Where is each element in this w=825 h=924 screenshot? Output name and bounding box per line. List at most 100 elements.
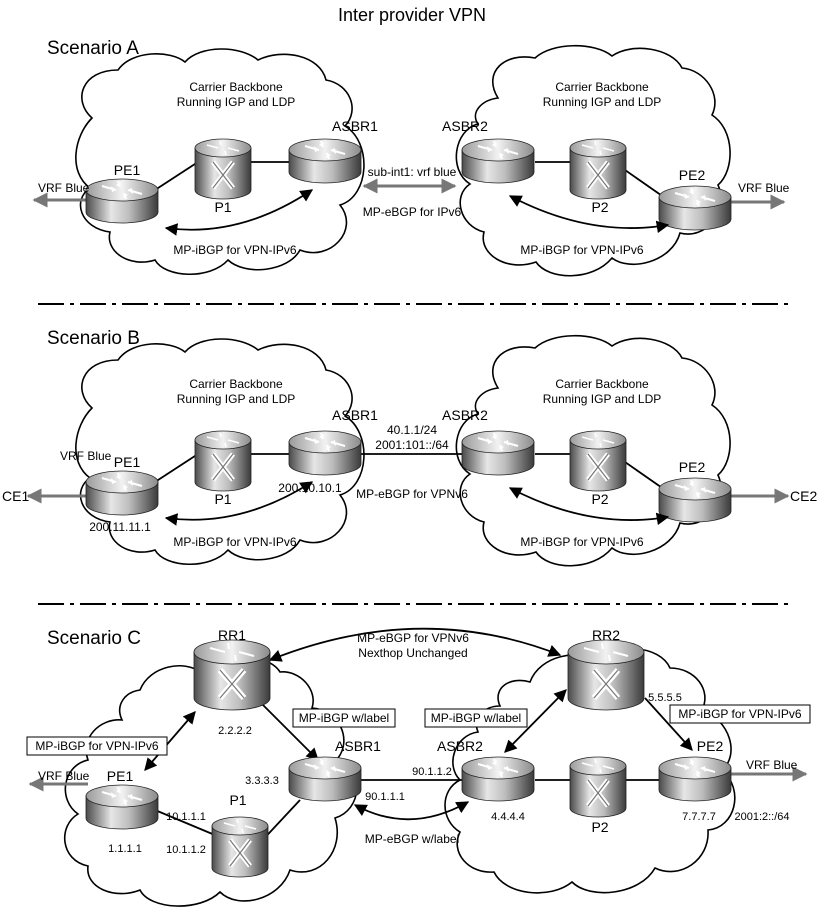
label-p2: P2 bbox=[591, 491, 608, 507]
vrf-right-label: VRF Blue bbox=[746, 758, 798, 772]
label-p1: P1 bbox=[214, 199, 231, 215]
label-p2: P2 bbox=[591, 199, 608, 215]
router-asbr2 bbox=[461, 430, 535, 476]
router-asbr1 bbox=[288, 138, 362, 184]
addr-asbr1-link: 90.1.1.1 bbox=[365, 791, 405, 803]
label-pe2: PE2 bbox=[679, 167, 706, 183]
router-p1 bbox=[212, 817, 268, 877]
ibgp-left-arrow bbox=[164, 481, 314, 526]
router-p1 bbox=[195, 431, 251, 491]
ebgp-label: MP-eBGP w/label bbox=[365, 832, 459, 846]
addr-asbr1: 3.3.3.3 bbox=[245, 775, 279, 787]
router-pe2 bbox=[658, 477, 732, 523]
ce1-label: CE1 bbox=[2, 488, 29, 504]
scenario-a: Scenario A Carrier Backbone Running IGP … bbox=[32, 38, 790, 277]
router-rr1 bbox=[194, 640, 270, 710]
label-rr1: RR1 bbox=[218, 627, 246, 643]
ibgp-pe1-rr1-arrow bbox=[144, 711, 196, 771]
link-pe1-p1 bbox=[154, 453, 199, 483]
link-rr1-asbr1 bbox=[257, 699, 319, 761]
ibgp-right-label: MP-iBGP for VPN-IPv6 bbox=[520, 243, 643, 257]
vrf-left-label: VRF Blue bbox=[60, 449, 112, 463]
addr-pe1-a: 10.1.1.1 bbox=[166, 811, 206, 823]
addr-asbr2: 4.4.4.4 bbox=[491, 811, 525, 823]
cloud-right-line-1: Carrier Backbone bbox=[555, 80, 649, 94]
router-asbr2 bbox=[461, 756, 535, 802]
ibgp-rr2-pe2-box bbox=[669, 704, 811, 724]
ibgp-asbr2-rr2-arrow bbox=[504, 689, 567, 753]
label-pe1: PE1 bbox=[114, 454, 141, 470]
ibgp-pe1-rr1-label: MP-iBGP for VPN-IPv6 bbox=[35, 739, 158, 753]
scenario-a-label: Scenario A bbox=[47, 38, 139, 59]
ibgp-right-arrow bbox=[508, 487, 670, 526]
ibgp-pe1-rr1-box bbox=[26, 736, 168, 756]
addr-link-v4: 40.1.1/24 bbox=[387, 423, 437, 437]
vrf-left-label: VRF Blue bbox=[38, 769, 90, 783]
router-asbr1 bbox=[288, 430, 362, 476]
label-rr2: RR2 bbox=[592, 627, 620, 643]
addr-rr1: 2.2.2.2 bbox=[218, 725, 252, 737]
router-asbr1 bbox=[288, 756, 362, 802]
scenario-c-label: Scenario C bbox=[47, 628, 141, 649]
router-pe1 bbox=[85, 178, 159, 224]
label-asbr2: ASBR2 bbox=[442, 118, 488, 134]
router-pe2 bbox=[658, 185, 732, 231]
router-pe2 bbox=[658, 756, 732, 802]
router-p2 bbox=[570, 139, 626, 199]
router-p2 bbox=[570, 757, 626, 817]
label-pe2: PE2 bbox=[697, 738, 724, 754]
addr-rr2: 5.5.5.5 bbox=[648, 692, 682, 704]
addr-pe1-b: 10.1.1.2 bbox=[166, 844, 206, 856]
router-pe1 bbox=[85, 784, 159, 830]
label-p2: P2 bbox=[591, 819, 608, 835]
diagram-title: Inter provider VPN bbox=[338, 5, 486, 25]
cloud-left-line-1: Carrier Backbone bbox=[189, 377, 283, 391]
rr-session-line-2: Nexthop Unchanged bbox=[358, 646, 467, 660]
scenario-b: Scenario B Carrier Backbone Running IGP … bbox=[2, 328, 817, 567]
ibgp-right-arrow bbox=[508, 195, 670, 234]
ibgp-asbr2-rr2-label: MP-iBGP w/label bbox=[431, 711, 521, 725]
scenario-b-label: Scenario B bbox=[47, 328, 140, 349]
link-pe1-p1 bbox=[154, 809, 223, 839]
cloud-left-line-2: Running IGP and LDP bbox=[177, 95, 296, 109]
label-asbr1: ASBR1 bbox=[332, 407, 378, 423]
addr-pe1: 1.1.1.1 bbox=[108, 843, 142, 855]
label-asbr2: ASBR2 bbox=[442, 407, 488, 423]
ibgp-left-arrow bbox=[164, 189, 314, 236]
ebgp-label: MP-eBGP for VPNv6 bbox=[356, 487, 468, 501]
cloud-right-line-2: Running IGP and LDP bbox=[543, 95, 662, 109]
ibgp-left-label: MP-iBGP for VPN-IPv6 bbox=[173, 535, 296, 549]
addr-link-v6: 2001:101::/64 bbox=[375, 438, 449, 452]
cloud-left-line-2: Running IGP and LDP bbox=[177, 392, 296, 406]
addr-asbr2-link: 90.1.1.2 bbox=[412, 766, 452, 778]
ibgp-rr1-asbr1-label: MP-iBGP w/label bbox=[299, 711, 389, 725]
label-p1: P1 bbox=[214, 491, 231, 507]
addr-pe2: 7.7.7.7 bbox=[682, 811, 716, 823]
label-asbr1: ASBR1 bbox=[332, 118, 378, 134]
link-label: sub-int1: vrf blue bbox=[368, 165, 457, 179]
vrf-left-label: VRF Blue bbox=[38, 181, 90, 195]
router-pe1 bbox=[85, 470, 159, 516]
label-pe2: PE2 bbox=[679, 459, 706, 475]
router-rr2 bbox=[568, 640, 644, 710]
addr-pe2-prefix: 2001:2::/64 bbox=[734, 811, 789, 823]
vrf-right-label: VRF Blue bbox=[738, 181, 790, 195]
cloud-left bbox=[64, 655, 358, 907]
router-p2 bbox=[570, 431, 626, 491]
label-asbr1: ASBR1 bbox=[335, 738, 381, 754]
label-pe1: PE1 bbox=[114, 162, 141, 178]
ibgp-left-label: MP-iBGP for VPN-IPv6 bbox=[173, 243, 296, 257]
addr-pe1: 200.11.11.1 bbox=[89, 520, 151, 534]
rr-ebgp-arrow bbox=[268, 627, 562, 662]
link-pe1-p1 bbox=[154, 161, 199, 191]
label-asbr2: ASBR2 bbox=[437, 738, 483, 754]
ibgp-rr1-asbr1-box bbox=[292, 708, 396, 728]
cloud-right-line-1: Carrier Backbone bbox=[555, 377, 649, 391]
label-pe1: PE1 bbox=[107, 768, 134, 784]
rr-session-line-1: MP-eBGP for VPNv6 bbox=[357, 631, 469, 645]
router-asbr2 bbox=[461, 138, 535, 184]
link-rr2-pe2 bbox=[644, 697, 693, 751]
ebgp-label-arrow bbox=[353, 801, 470, 821]
ibgp-right-label: MP-iBGP for VPN-IPv6 bbox=[520, 535, 643, 549]
